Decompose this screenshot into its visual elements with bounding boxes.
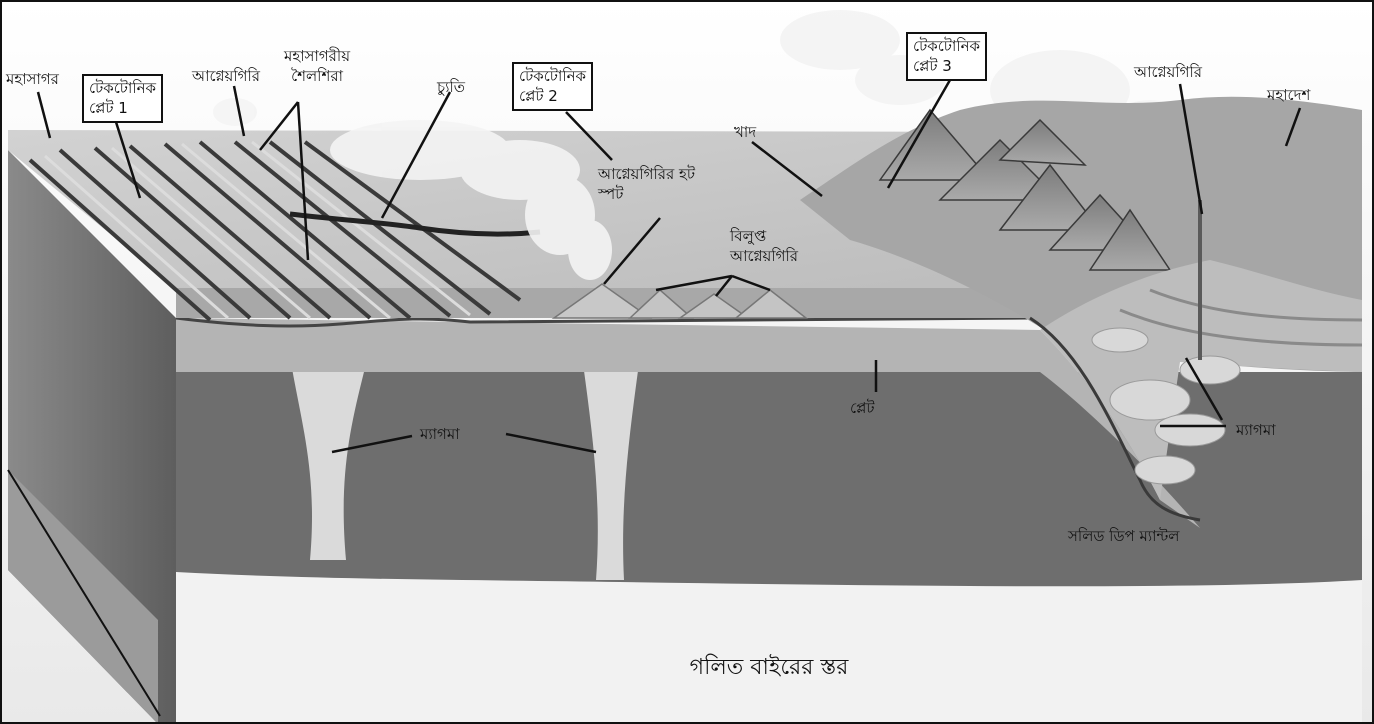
label-tectonic-plate-3: টেকটোনিক প্লেট 3 [906,32,987,81]
label-extinct-volcanoes: বিলুপ্ত আগ্নেয়গিরি [730,226,798,266]
label-trench: খাদ [734,122,756,142]
plate1-line1: টেকটোনিক [89,78,156,98]
label-molten-outer-layer: গলিত বাইরের স্তর [176,636,1362,700]
plate2-line2: প্লেট 2 [519,86,586,106]
plate3-line1: টেকটোনিক [913,36,980,56]
label-ocean-ridges: মহাসাগরীয় শৈলশিরা [284,46,350,86]
label-fault: চ্যুতি [437,77,465,97]
label-magma-right: ম্যাগমা [1236,420,1276,440]
label-volcanic-hotspot: আগ্নেয়গিরির হট স্পট [598,164,695,204]
hotspot-line2: স্পট [598,184,695,204]
label-volcano-left: আগ্নেয়গিরি [192,66,260,86]
plate3-line2: প্লেট 3 [913,56,980,76]
label-ocean: মহাসাগর [6,69,59,89]
plate2-line1: টেকটোনিক [519,66,586,86]
label-tectonic-plate-1: টেকটোনিক প্লেট 1 [82,74,163,123]
ridges-line2: শৈলশিরা [284,66,350,86]
ridges-line1: মহাসাগরীয় [284,46,350,66]
hotspot-line1: আগ্নেয়গিরির হট [598,164,695,184]
label-solid-deep-mantle: সলিড ডিপ ম্যান্টল [1068,526,1179,546]
plate1-line2: প্লেট 1 [89,98,156,118]
extinct-line2: আগ্নেয়গিরি [730,246,798,266]
label-continent: মহাদেশ [1267,85,1310,105]
extinct-line1: বিলুপ্ত [730,226,798,246]
label-tectonic-plate-2: টেকটোনিক প্লেট 2 [512,62,593,111]
label-magma-left: ম্যাগমা [420,424,460,444]
label-plate: প্লেট [850,398,875,418]
label-volcano-right: আগ্নেয়গিরি [1134,62,1202,82]
